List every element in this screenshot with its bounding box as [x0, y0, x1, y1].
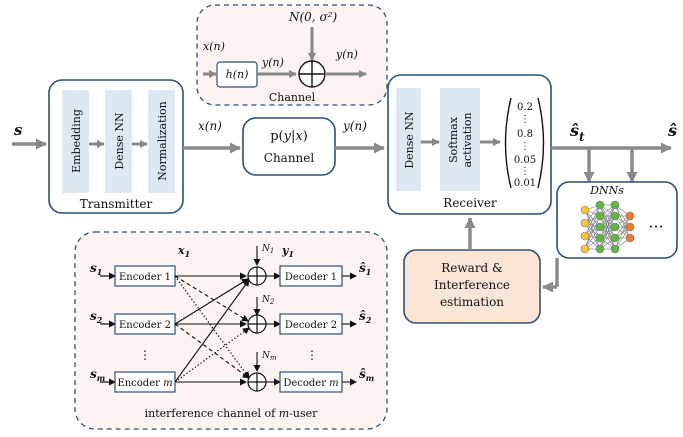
nn-edge: [599, 226, 616, 250]
nn-edge: [584, 204, 601, 250]
noise-label: N(0, σ²): [288, 10, 337, 24]
channel-block: p(y|x) Channel: [242, 117, 336, 176]
transmitter-layer-embedding: Embedding: [70, 109, 83, 173]
transmitter-label: Transmitter: [80, 197, 153, 211]
receiver-layer-dense: Dense NN: [403, 111, 416, 169]
reward-box: [403, 249, 541, 324]
channel-detail-label: Channel: [269, 91, 316, 104]
prob-ellipsis-2: ⋮: [520, 141, 530, 152]
noise-nm: Nm: [261, 351, 277, 362]
decoder-ellipsis: ⋮: [306, 348, 318, 362]
channel-detail-in-label: x(n): [203, 40, 225, 53]
receiver-label: Receiver: [443, 196, 497, 210]
channel-label: Channel: [264, 151, 315, 165]
dnns-more: ···: [648, 217, 663, 236]
transmitter-layer-dense: Dense NN: [113, 112, 126, 170]
reward-line-3: estimation: [440, 295, 504, 309]
encoder-ellipsis: ⋮: [139, 348, 151, 362]
input-symbol: s: [14, 121, 23, 139]
prob-value-3: 0.05: [514, 155, 536, 166]
nn-edge: [614, 226, 631, 250]
nn-edge: [584, 226, 601, 250]
estimate-symbol: ŝt: [569, 121, 585, 144]
nn-edge: [584, 209, 601, 239]
nn-edge: [599, 204, 616, 228]
interference-links: [174, 272, 250, 386]
channel-input-label: x(n): [198, 119, 222, 133]
noise-n1: N1: [261, 244, 274, 255]
x1-label: x1: [177, 244, 190, 259]
encoder-1-label: Encoder 1: [119, 272, 171, 283]
prob-value-2: 0.8: [517, 129, 533, 140]
channel-output-label: y(n): [342, 119, 367, 133]
interference-caption: interference channel of m-user: [145, 407, 318, 420]
encoder-2-label: Encoder 2: [119, 320, 171, 331]
nn-edge: [614, 215, 631, 239]
output-s2: ŝ2: [359, 309, 372, 325]
channel-detail-out-label: y(n): [335, 48, 358, 61]
decoder-1-label: Decoder 1: [285, 272, 337, 283]
dnns-block: DNNs ···: [556, 181, 678, 259]
adder-1: [247, 266, 267, 286]
input-sm: sm: [90, 367, 105, 383]
output-symbol: ŝ: [667, 121, 677, 140]
nn-edge: [584, 204, 601, 237]
receiver-layer-activation: activation: [461, 112, 474, 167]
receiver-block: Dense NN Softmax activation 0.2 ⋮ 0.8 ⋮ …: [387, 74, 552, 215]
adder-2: [247, 314, 267, 334]
neural-network-icon: [580, 200, 635, 254]
nn-edge: [614, 215, 631, 250]
transmitter-block: Embedding Dense NN Normalization Transmi…: [48, 79, 184, 214]
transmitter-layer-normalization: Normalization: [156, 101, 169, 181]
reward-line-2: Interference: [434, 278, 510, 292]
channel-detail-mid-label: y(n): [261, 56, 284, 69]
prob-ellipsis-3: ⋮: [520, 166, 530, 177]
input-s2: s2: [90, 309, 103, 325]
encoder-m-label: Encoder m: [117, 378, 172, 389]
y1-label: y1: [281, 244, 294, 259]
prob-value-1: 0.2: [517, 102, 533, 113]
reward-line-1: Reward &: [441, 261, 503, 275]
receiver-layer-softmax: Softmax: [447, 116, 460, 163]
output-sm: ŝm: [359, 367, 374, 383]
output-s1: ŝ1: [359, 261, 371, 277]
nn-edge: [584, 209, 601, 250]
adder-m: [247, 372, 267, 392]
interference-panel: x1 y1 s1 s2 sm Encoder 1 Encoder 2 Encod…: [74, 231, 388, 430]
channel-detail-panel: N(0, σ²) x(n) h(n) y(n) y(n) Channel: [196, 4, 388, 106]
prob-value-4: 0.01: [514, 178, 536, 189]
prob-ellipsis-1: ⋮: [520, 114, 530, 125]
nn-edge: [599, 215, 616, 250]
dnns-label: DNNs: [589, 184, 624, 197]
noise-n2: N2: [261, 295, 275, 306]
nn-edge: [584, 215, 601, 250]
nn-edge: [584, 222, 601, 250]
decoder-m-label: Decoder m: [283, 378, 338, 389]
nn-edge: [599, 204, 616, 239]
channel-formula: p(y|x): [270, 129, 308, 144]
input-s1: s1: [90, 261, 102, 277]
nn-edge: [599, 204, 616, 250]
decoder-2-label: Decoder 2: [285, 320, 337, 331]
filter-label: h(n): [226, 68, 249, 81]
